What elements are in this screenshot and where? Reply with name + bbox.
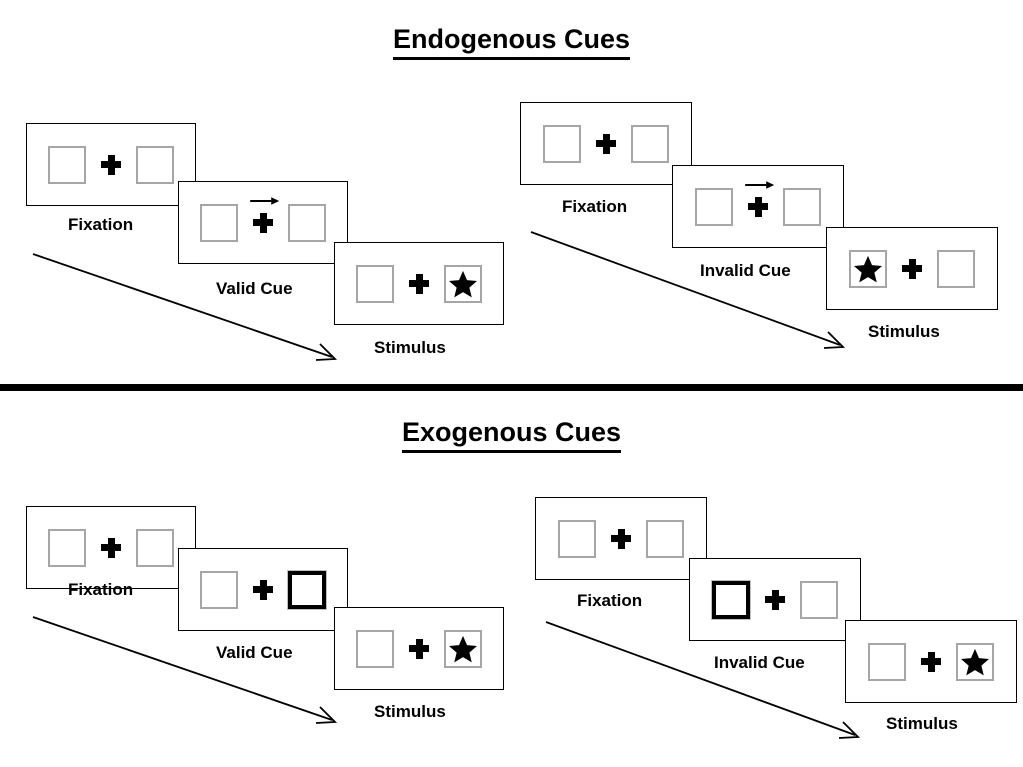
panel-content [356, 264, 482, 303]
stage-label-endogenous-invalid-fixation: Fixation [562, 197, 628, 216]
left-box [48, 145, 86, 184]
panel-content [558, 519, 684, 558]
fixation-cross-icon [901, 258, 923, 280]
panel-exogenous-valid-stimulus [334, 607, 504, 690]
right-box [136, 145, 174, 184]
section-title-exogenous: Exogenous Cues [0, 417, 1023, 453]
arrow-right-cue-icon [745, 180, 775, 189]
stage-label-exogenous-invalid-stimulus: Stimulus [886, 714, 958, 733]
stage-label-exogenous-valid-cue: Valid Cue [216, 643, 293, 662]
stage-label-endogenous-valid-fixation: Fixation [68, 215, 134, 234]
left-box [868, 642, 906, 681]
time-flow-arrow-exogenous-valid [32, 616, 338, 724]
left-box [695, 187, 733, 226]
star-icon [854, 255, 882, 282]
panel-endogenous-invalid-fixation [520, 102, 692, 185]
right-box [444, 264, 482, 303]
fixation-cross-icon [610, 528, 632, 550]
stage-label-exogenous-valid-stimulus: Stimulus [374, 702, 446, 721]
stage-label-endogenous-valid-stimulus: Stimulus [374, 338, 446, 357]
panel-content [48, 528, 174, 567]
fixation-cross-icon [408, 638, 430, 660]
time-flow-arrow-exogenous-invalid [545, 621, 861, 739]
time-flow-arrow-endogenous-invalid [530, 231, 846, 349]
arrow-right-cue-icon [250, 196, 280, 205]
panel-content [356, 629, 482, 668]
left-box [558, 519, 596, 558]
panel-content [200, 196, 326, 242]
stage-label-endogenous-valid-cue: Valid Cue [216, 279, 293, 298]
section-title-exogenous-text: Exogenous Cues [401, 417, 622, 453]
fixation-cross-icon [595, 133, 617, 155]
time-flow-arrow-endogenous-valid [32, 253, 338, 361]
left-box [356, 629, 394, 668]
stage-label-endogenous-invalid-cue: Invalid Cue [700, 261, 791, 280]
panel-content [48, 145, 174, 184]
right-box-cued [287, 569, 327, 610]
panel-endogenous-valid-fixation [26, 123, 196, 206]
panel-content [849, 249, 975, 288]
right-box [136, 528, 174, 567]
panel-endogenous-valid-cue [178, 181, 348, 264]
star-icon [449, 635, 477, 662]
section-divider [0, 384, 1023, 391]
panel-content [543, 124, 669, 163]
panel-content [711, 579, 838, 620]
fixation-cross-icon [764, 589, 786, 611]
left-box [200, 203, 238, 242]
fixation-cross-icon [100, 537, 122, 559]
fixation-cross-icon [408, 273, 430, 295]
right-box [937, 249, 975, 288]
left-box [849, 249, 887, 288]
right-box [783, 187, 821, 226]
right-box [444, 629, 482, 668]
star-icon [449, 270, 477, 297]
panel-endogenous-invalid-stimulus [826, 227, 998, 310]
left-box-cued [711, 579, 751, 620]
left-box [200, 570, 238, 609]
star-icon [961, 648, 989, 675]
panel-endogenous-invalid-cue [672, 165, 844, 248]
stage-label-endogenous-invalid-stimulus: Stimulus [868, 322, 940, 341]
left-box [48, 528, 86, 567]
panel-exogenous-invalid-cue [689, 558, 861, 641]
panel-exogenous-valid-fixation [26, 506, 196, 589]
fixation-cross-icon [252, 579, 274, 601]
fixation-cross-icon [100, 154, 122, 176]
fixation-cross-icon [745, 180, 775, 218]
right-box [631, 124, 669, 163]
panel-endogenous-valid-stimulus [334, 242, 504, 325]
fixation-cross-icon [920, 651, 942, 673]
stage-label-exogenous-invalid-fixation: Fixation [577, 591, 643, 610]
panel-exogenous-valid-cue [178, 548, 348, 631]
panel-exogenous-invalid-fixation [535, 497, 707, 580]
panel-exogenous-invalid-stimulus [845, 620, 1017, 703]
panel-content [200, 569, 327, 610]
right-box [288, 203, 326, 242]
right-box [956, 642, 994, 681]
right-box [800, 580, 838, 619]
left-box [356, 264, 394, 303]
stage-label-exogenous-valid-fixation: Fixation [68, 580, 134, 599]
panel-content [695, 180, 821, 226]
panel-content [868, 642, 994, 681]
right-box [646, 519, 684, 558]
left-box [543, 124, 581, 163]
section-title-endogenous-text: Endogenous Cues [392, 24, 630, 60]
stage-label-exogenous-invalid-cue: Invalid Cue [714, 653, 805, 672]
section-title-endogenous: Endogenous Cues [0, 24, 1023, 60]
fixation-cross-icon [250, 196, 280, 234]
